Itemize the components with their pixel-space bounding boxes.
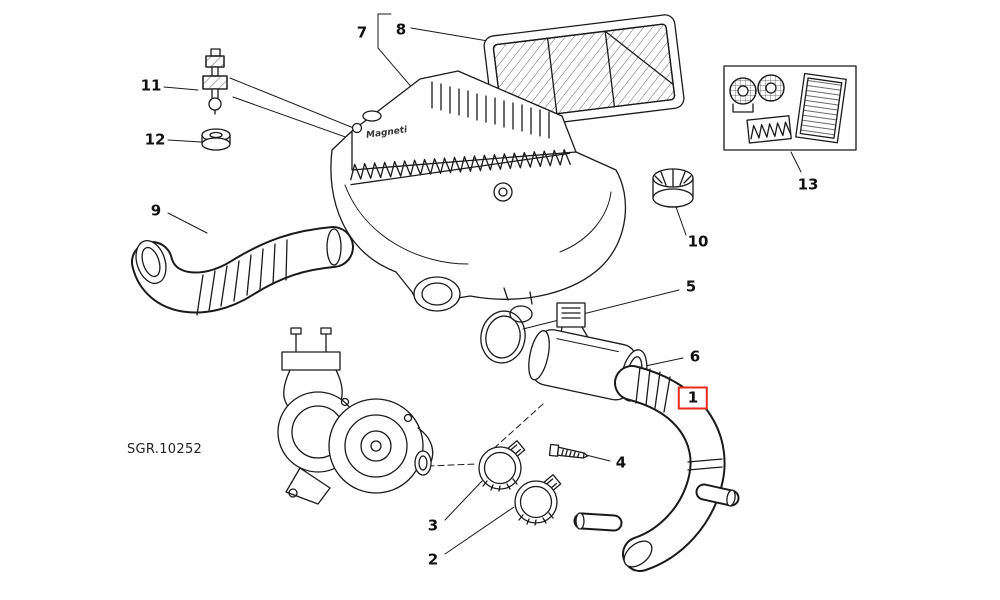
part-label-3[interactable]: 3 <box>427 516 439 535</box>
service-kit-box <box>723 65 857 151</box>
air-intake-hose <box>573 365 740 572</box>
part-label-8[interactable]: 8 <box>395 20 407 39</box>
part-label-1[interactable]: 1 <box>677 386 709 410</box>
hose-clamp-upper <box>478 440 526 492</box>
part-label-7[interactable]: 7 <box>356 23 368 42</box>
air-intake-duct <box>131 226 354 316</box>
hose-clamp-lower <box>514 474 562 526</box>
grommet <box>201 128 231 151</box>
part-label-2[interactable]: 2 <box>427 550 439 569</box>
part-label-12[interactable]: 12 <box>144 130 166 149</box>
small-filter-element <box>652 168 694 208</box>
air-filter-element <box>483 14 685 130</box>
bolt <box>548 443 589 459</box>
part-label-10[interactable]: 10 <box>687 232 709 251</box>
turbo-assembly <box>277 327 434 505</box>
part-label-9[interactable]: 9 <box>150 201 162 220</box>
o-ring-seal <box>480 310 526 364</box>
part-label-11[interactable]: 11 <box>140 76 162 95</box>
part-label-5[interactable]: 5 <box>685 277 697 296</box>
airbox-assembly <box>330 70 627 323</box>
part-label-13[interactable]: 13 <box>797 175 819 194</box>
part-label-6[interactable]: 6 <box>689 347 701 366</box>
breather-valve <box>202 48 228 115</box>
part-label-4[interactable]: 4 <box>615 453 627 472</box>
sgr-reference-code: SGR.10252 <box>127 442 203 457</box>
